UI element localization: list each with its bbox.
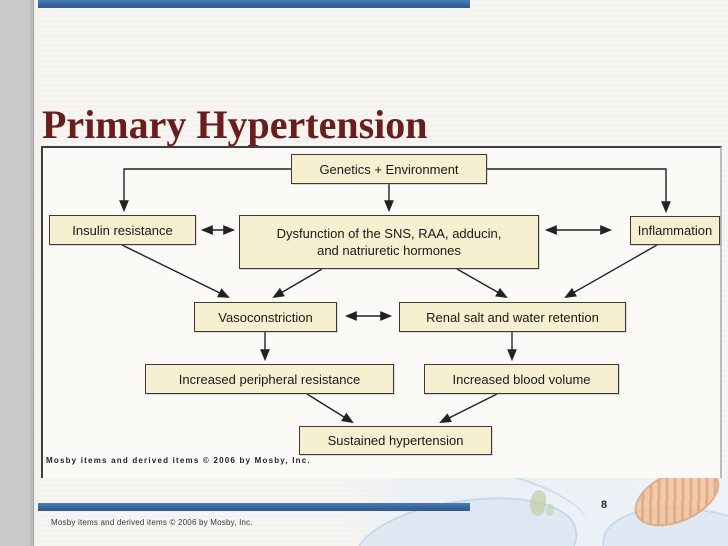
flow-box-label: Genetics + Environment [319, 161, 459, 177]
flow-box-vasoconstriction: Vasoconstriction [194, 302, 337, 332]
green-organelle-shape [546, 504, 554, 516]
flow-box-sustained-hypertension: Sustained hypertension [299, 426, 492, 455]
footer-credit: Mosby items and derived items © 2006 by … [51, 518, 253, 527]
flow-box-label: Inflammation [637, 223, 713, 238]
left-margin-strip [0, 0, 36, 546]
page-number: 8 [601, 499, 608, 511]
flow-box-label: Insulin resistance [72, 222, 173, 238]
flow-box-inflammation: Inflammation [630, 216, 720, 245]
flow-box-label: Sustained hypertension [327, 433, 464, 448]
flowchart-arrows [119, 168, 671, 424]
flow-box-renal-salt-water-retention: Renal salt and water retention [399, 302, 626, 332]
bottom-accent-bar [38, 503, 470, 511]
page-title: Primary Hypertension [42, 101, 428, 147]
flow-box-increased-blood-volume: Increased blood volume [424, 364, 619, 394]
green-organelle-shape [530, 490, 546, 516]
flow-box-insulin-resistance: Insulin resistance [49, 215, 196, 245]
flow-box-genetics: Genetics + Environment [291, 154, 487, 184]
flow-box-increased-peripheral-resistance: Increased peripheral resistance [145, 364, 394, 394]
top-accent-bar [38, 0, 470, 8]
flow-box-label-line2: and natriuretic hormones [317, 243, 461, 258]
flow-box-dysfunction: Dysfunction of the SNS, RAA, adducin, an… [239, 215, 539, 269]
flow-box-label: Increased peripheral resistance [178, 371, 361, 387]
flow-box-label: Increased blood volume [452, 371, 591, 387]
flow-box-label-line1: Dysfunction of the SNS, RAA, adducin, [276, 226, 502, 241]
flow-box-label: Vasoconstriction [218, 309, 313, 325]
figure-credit-caption: Mosby items and derived items © 2006 by … [46, 456, 311, 465]
flow-box-label: Renal salt and water retention [426, 309, 599, 325]
cell-illustration [340, 478, 728, 546]
flowchart-figure: Genetics + Environment Insulin resistanc… [41, 146, 722, 478]
